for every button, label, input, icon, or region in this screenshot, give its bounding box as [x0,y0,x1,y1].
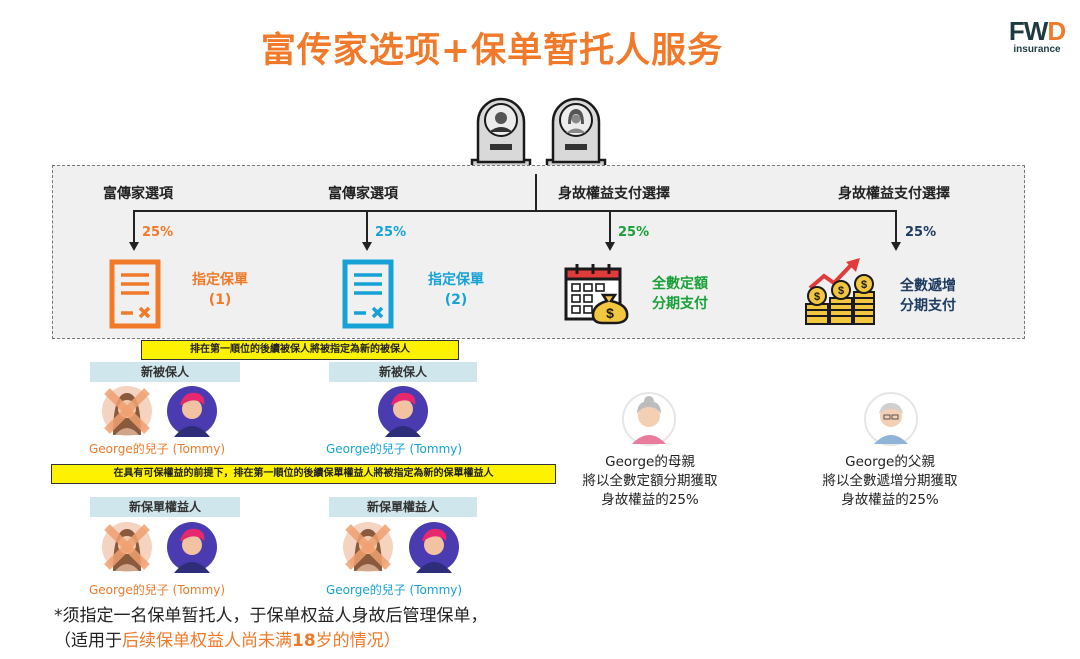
option-label: 指定保單(1) [192,272,248,308]
branch-percent: 25% [375,225,407,240]
new-owner-header: 新保單權益人 [329,497,477,517]
fwd-logo: FWD insurance [1001,18,1073,55]
branch-title: 身故權益支付選擇 [558,186,670,202]
policy-document-icon [342,259,394,329]
arrow-down-icon [362,211,372,251]
tommy-avatar [409,522,459,573]
branch-title: 身故權益支付選擇 [838,186,950,202]
branch-percent: 25% [905,225,937,240]
svg-text:$: $ [861,279,867,291]
footnote-line2: （适用于后续保单权益人尚未满18岁的情况） [54,631,401,651]
svg-text:$: $ [814,291,820,303]
arrow-down-icon [891,211,901,251]
logo-mark: FWD [1008,16,1066,46]
footnote: *须指定一名保单暂托人，于保单权益人身故后管理保单， （适用于后续保单权益人尚未… [54,604,488,654]
owner-caption: George的兒子 (Tommy) [326,583,463,597]
branch-title: 富傳家選項 [103,186,173,202]
option-label: 全數遞增分期支付 [900,278,956,314]
new-insured-header: 新被保人 [90,362,240,382]
svg-text:$: $ [606,305,614,321]
tommy-avatar [378,386,428,437]
mother-description: George的母親將以全數定額分期獲取身故權益的25% [582,454,718,508]
footnote-line1: *须指定一名保单暂托人，于保单权益人身故后管理保单， [54,606,488,626]
logo-subtitle: insurance [1013,44,1061,55]
option-label: 指定保單(2) [428,272,484,308]
branch-title: 富傳家選項 [328,186,398,202]
new-owner-header: 新保單權益人 [90,497,240,517]
tommy-avatar [167,522,217,573]
crossed-out-woman-avatar [102,386,152,436]
svg-text:$: $ [838,285,844,297]
growth-coins-icon: $ $ $ [805,258,875,325]
arrow-down-icon [605,211,615,251]
owner-notice: 在具有可保權益的前提下，排在第一順位的後續保單權益人將被指定為新的保單權益人 [51,464,556,484]
branch-percent: 25% [142,225,174,240]
option-label: 全數定額分期支付 [652,276,708,312]
arrow-down-icon [129,211,139,251]
calendar-money-bag-icon: $ [564,264,629,325]
owner-caption: George的兒子 (Tommy) [89,583,226,597]
crossed-out-woman-avatar [102,522,152,572]
tommy-avatar [167,386,217,437]
insured-caption: George的兒子 (Tommy) [326,442,463,456]
father-description: George的父親將以全數遞增分期獲取身故權益的25% [822,454,958,508]
policy-document-icon [109,259,161,329]
insured-notice: 排在第一順位的後續被保人將被指定為新的被保人 [141,340,459,360]
insured-caption: George的兒子 (Tommy) [89,442,226,456]
branch-percent: 25% [618,225,650,240]
elderly-woman-icon [622,392,676,446]
elderly-man-icon [864,392,918,446]
crossed-out-woman-avatar [343,522,393,572]
new-insured-header: 新被保人 [329,362,477,382]
page-title: 富传家选项+保单暂托人服务 [260,31,724,71]
